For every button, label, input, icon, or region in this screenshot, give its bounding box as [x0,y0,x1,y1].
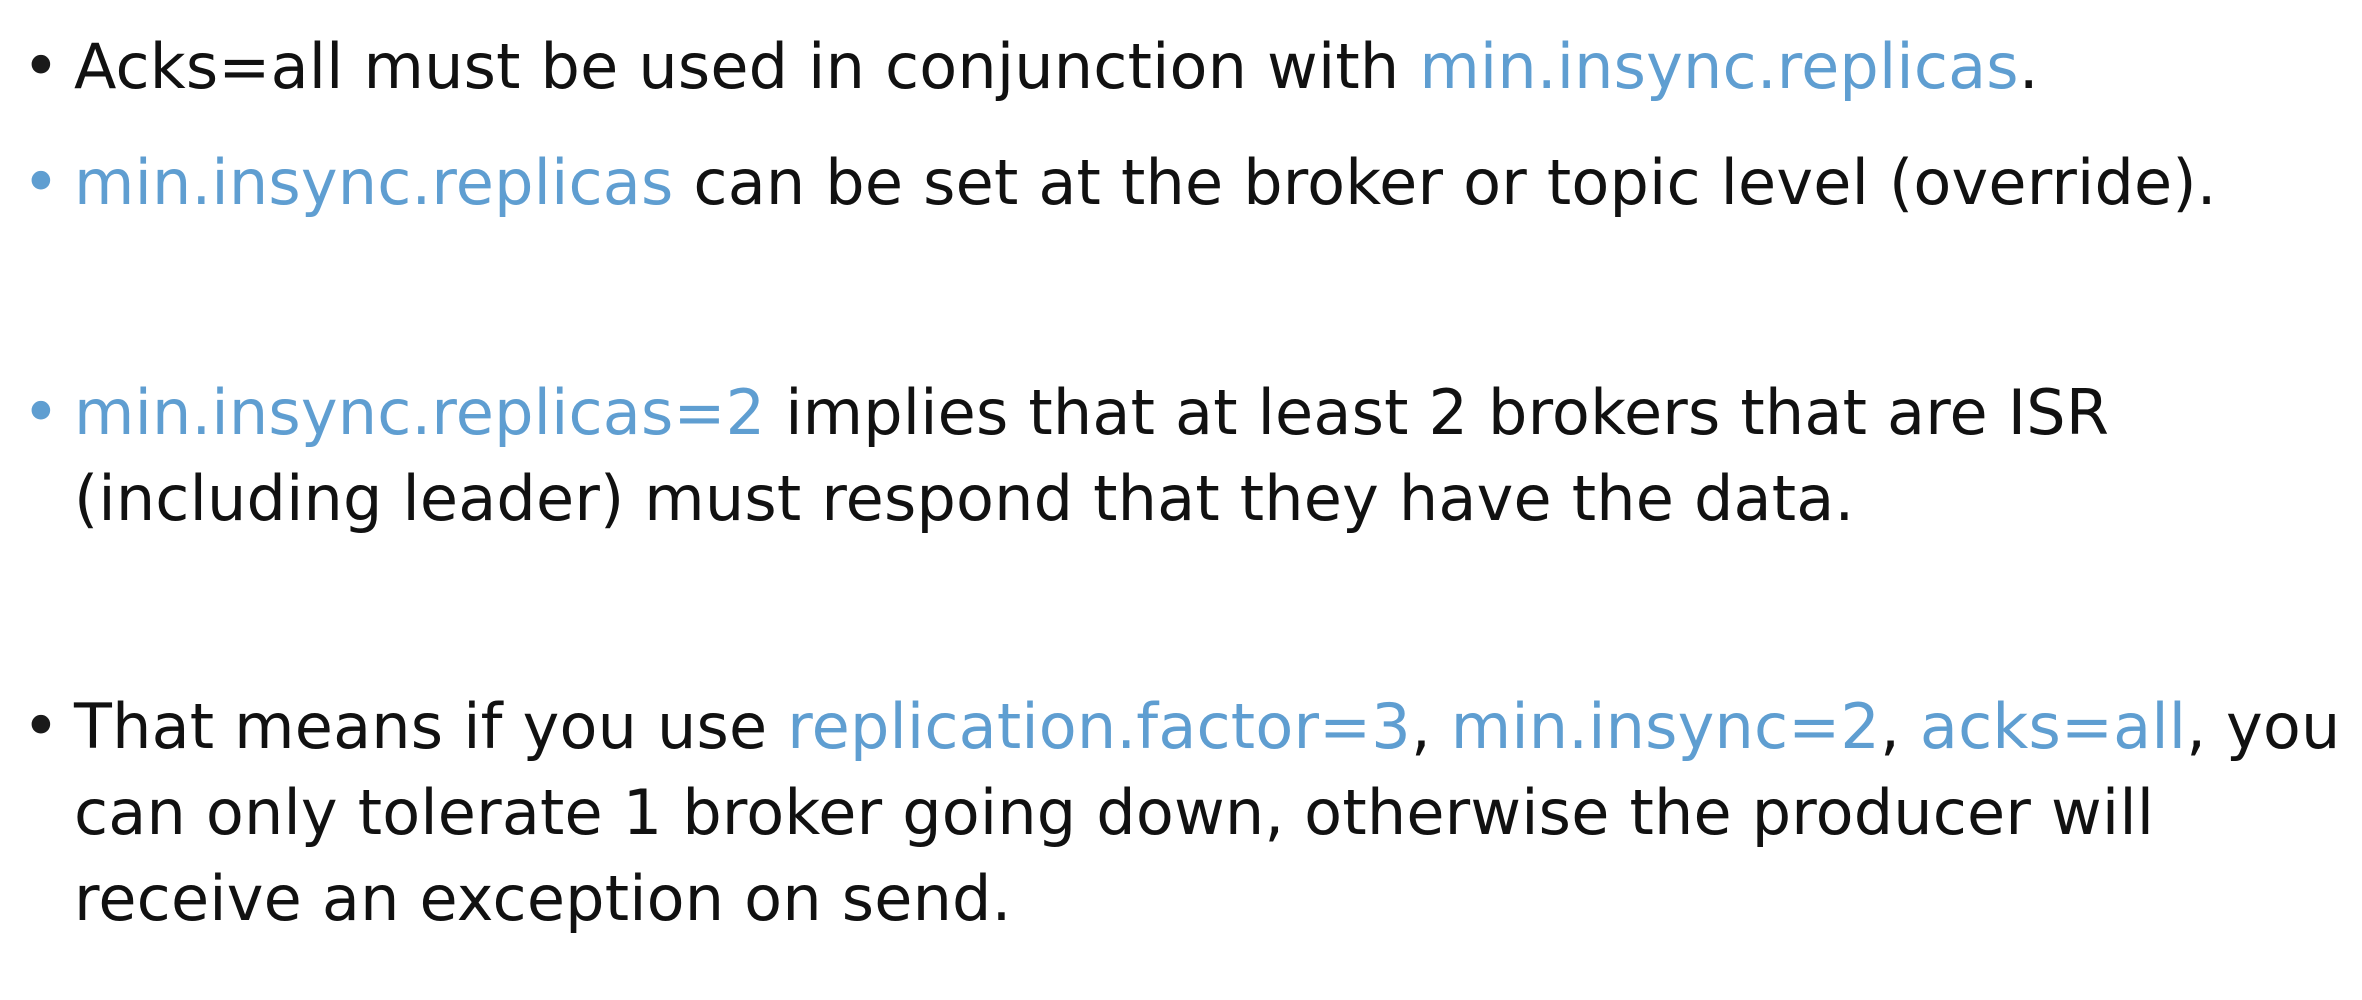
bullet-line: (including leader) must respond that the… [74,462,1855,535]
highlight-term: acks=all [1919,690,2187,763]
bullet-text: min.insync.replicas=2 implies that at le… [74,370,2334,542]
bullet-marker: • [22,376,60,450]
bullet-line: min.insync.replicas=2 implies that at le… [74,370,2334,456]
text-segment: Acks=all must be used in conjunction wit… [74,30,1420,103]
bullet-text: Acks=all must be used in conjunction wit… [74,24,2334,110]
text-segment: That means if you use [74,690,788,763]
highlight-term: min.insync=2 [1450,690,1881,763]
bullet-marker: • [22,146,60,220]
bullet-line: That means if you use replication.factor… [74,684,2340,770]
bullet-text: min.insync.replicas can be set at the br… [74,140,2334,226]
bullet-marker: • [22,30,60,104]
text-segment: implies that at least 2 brokers that are… [765,376,2110,449]
text-segment: . [2018,30,2039,103]
bullet-line: Acks=all must be used in conjunction wit… [74,24,2334,110]
text-segment: , you [2186,690,2341,763]
highlight-term: replication.factor=3 [787,690,1411,763]
text-segment: , [1410,690,1451,763]
highlight-term: min.insync.replicas [74,146,674,219]
bullet-line: receive an exception on send. [74,862,1012,935]
bullet-line: min.insync.replicas can be set at the br… [74,140,2334,226]
bullet-marker: • [22,690,60,764]
highlight-term: min.insync.replicas=2 [74,376,766,449]
bullet-text: That means if you use replication.factor… [74,684,2340,942]
text-segment: can be set at the broker or topic level … [673,146,2217,219]
highlight-term: min.insync.replicas [1419,30,2019,103]
bullet-line: can only tolerate 1 broker going down, o… [74,776,2155,849]
text-segment: , [1880,690,1920,763]
